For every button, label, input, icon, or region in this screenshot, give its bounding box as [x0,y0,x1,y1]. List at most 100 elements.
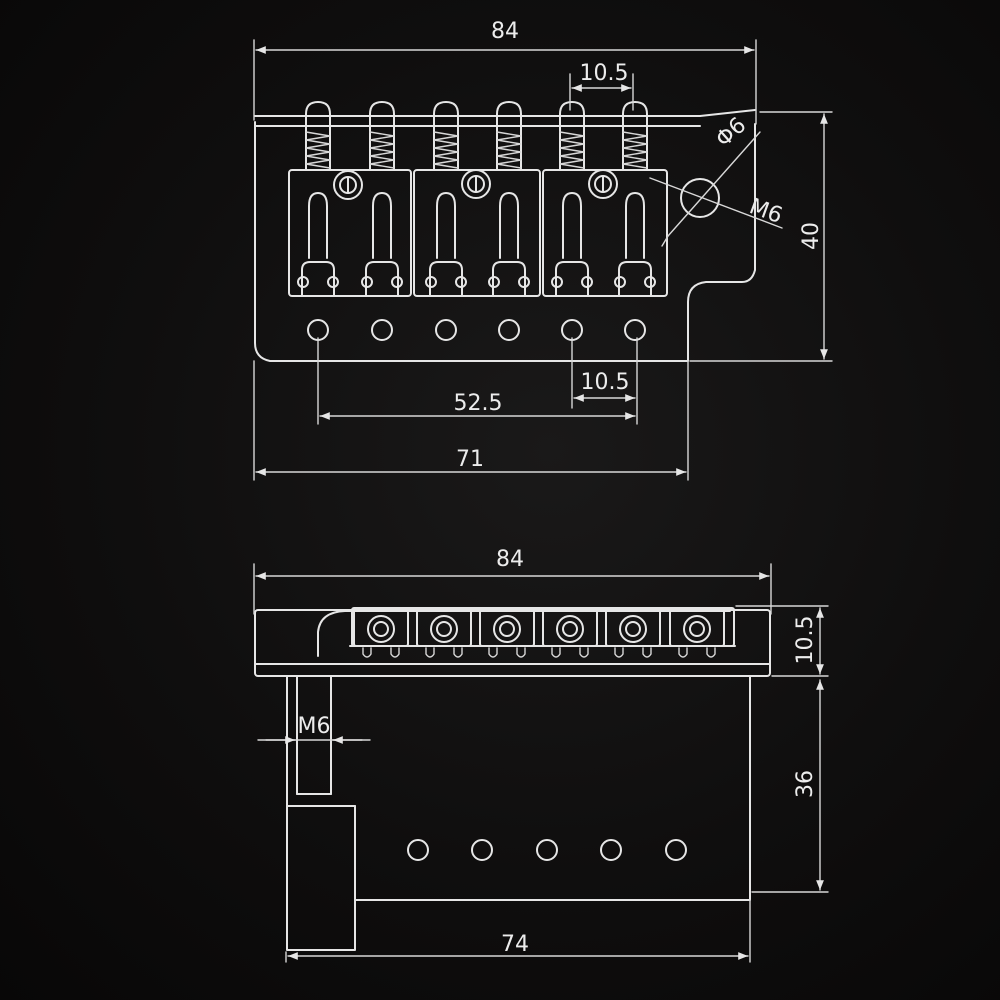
intonation-screw-6 [622,101,648,171]
front-foot-right-4 [579,647,589,658]
intonation-screw-4 [496,101,522,171]
spring-3 [433,131,459,169]
front-saddle-roller-5 [619,615,647,643]
saddle-5 [551,192,593,297]
saddle-foot-1 [301,261,335,297]
top-plate-slope [699,109,756,117]
top-saddles [297,192,656,297]
front-saddle-hub-3 [499,621,515,637]
block-holes [407,839,687,861]
block-hole-1 [407,839,429,861]
mount-hole-3 [435,319,457,341]
dim-52-label: 52.5 [454,391,503,416]
front-foot-right-2 [453,647,463,658]
mount-hole-4 [498,319,520,341]
saddle-hole-right-5 [581,276,593,288]
front-saddle-body-5 [605,609,661,647]
thread-label-top: M6 [746,194,786,229]
saddle-foot-4 [492,261,526,297]
adjust-screw-1 [333,170,363,200]
saddle-foot-3 [429,261,463,297]
mount-hole-6 [624,319,646,341]
screw-head-4 [496,101,522,171]
front-saddle-hub-6 [689,621,705,637]
saddle-slot-4 [499,192,519,259]
front-saddle-feet [362,647,716,658]
front-saddle-body-2 [416,609,472,647]
front-saddle-4 [542,609,598,647]
block-hole-2 [471,839,493,861]
saddle-6 [614,192,656,297]
screw-head-2 [369,101,395,171]
spring-2 [369,131,395,169]
top-intonation-screws [305,101,648,171]
dim-84-label: 84 [491,19,519,44]
front-saddle-hub-2 [436,621,452,637]
saddle-hole-right-4 [518,276,530,288]
dim-spacing-label: 10.5 [580,61,629,86]
front-saddle-body-6 [669,609,725,647]
front-saddle-roller-6 [683,615,711,643]
front-saddle-6 [669,609,725,647]
front-foot-left-4 [551,647,561,658]
spring-5 [559,131,585,169]
saddle-group-1 [288,169,412,297]
saddle-slot-2 [372,192,392,259]
intonation-screw-1 [305,101,331,171]
saddle-2 [361,192,403,297]
front-foot-right-6 [706,647,716,658]
front-saddle-5 [605,609,661,647]
block-hole-5 [665,839,687,861]
saddle-1 [297,192,339,297]
front-dim-saddle-label: 10.5 [793,616,818,665]
intonation-screw-2 [369,101,395,171]
adjust-screw-2 [461,169,491,199]
saddle-slot-6 [625,192,645,259]
front-foot-left-6 [678,647,688,658]
saddle-hole-right-3 [455,276,467,288]
front-saddle-3 [479,609,535,647]
front-foot-left-1 [362,647,372,658]
front-saddle-roller-1 [367,615,395,643]
front-dim-84-label: 84 [496,547,524,572]
mount-hole-1 [307,319,329,341]
adjust-screw-3 [588,169,618,199]
saddle-slot-3 [436,192,456,259]
front-view: 84 10.5 36 M6 74 [253,547,829,963]
hole-diameter-label: Φ6 [711,113,751,153]
mount-holes [307,319,646,341]
front-saddles [353,609,725,647]
front-thread-label: M6 [298,714,331,739]
screw-head-3 [433,101,459,171]
saddle-hole-left-2 [361,276,373,288]
saddle-hole-left-1 [297,276,309,288]
saddle-hole-left-3 [425,276,437,288]
front-dim-74-label: 74 [501,932,529,957]
front-saddle-body-1 [353,609,409,647]
dim-bottom-spacing-label: 10.5 [581,370,630,395]
intonation-screw-5 [559,101,585,171]
front-saddle-hub-4 [562,621,578,637]
saddle-hole-left-4 [488,276,500,288]
saddle-3 [425,192,467,297]
top-view-base-outline [254,121,756,362]
mount-hole-2 [371,319,393,341]
front-foot-right-5 [642,647,652,658]
sustain-block-outline [286,675,751,951]
front-foot-right-3 [516,647,526,658]
front-saddle-roller-2 [430,615,458,643]
front-foot-left-2 [425,647,435,658]
saddle-foot-5 [555,261,589,297]
front-saddle-body-4 [542,609,598,647]
spring-4 [496,131,522,169]
saddle-foot-2 [365,261,399,297]
front-saddle-housing [317,610,731,657]
front-foot-right-1 [390,647,400,658]
front-foot-left-3 [488,647,498,658]
saddle-slot-1 [308,192,328,259]
front-saddle-hub-1 [373,621,389,637]
screw-head-5 [559,101,585,171]
screw-head-1 [305,101,331,171]
saddle-4 [488,192,530,297]
